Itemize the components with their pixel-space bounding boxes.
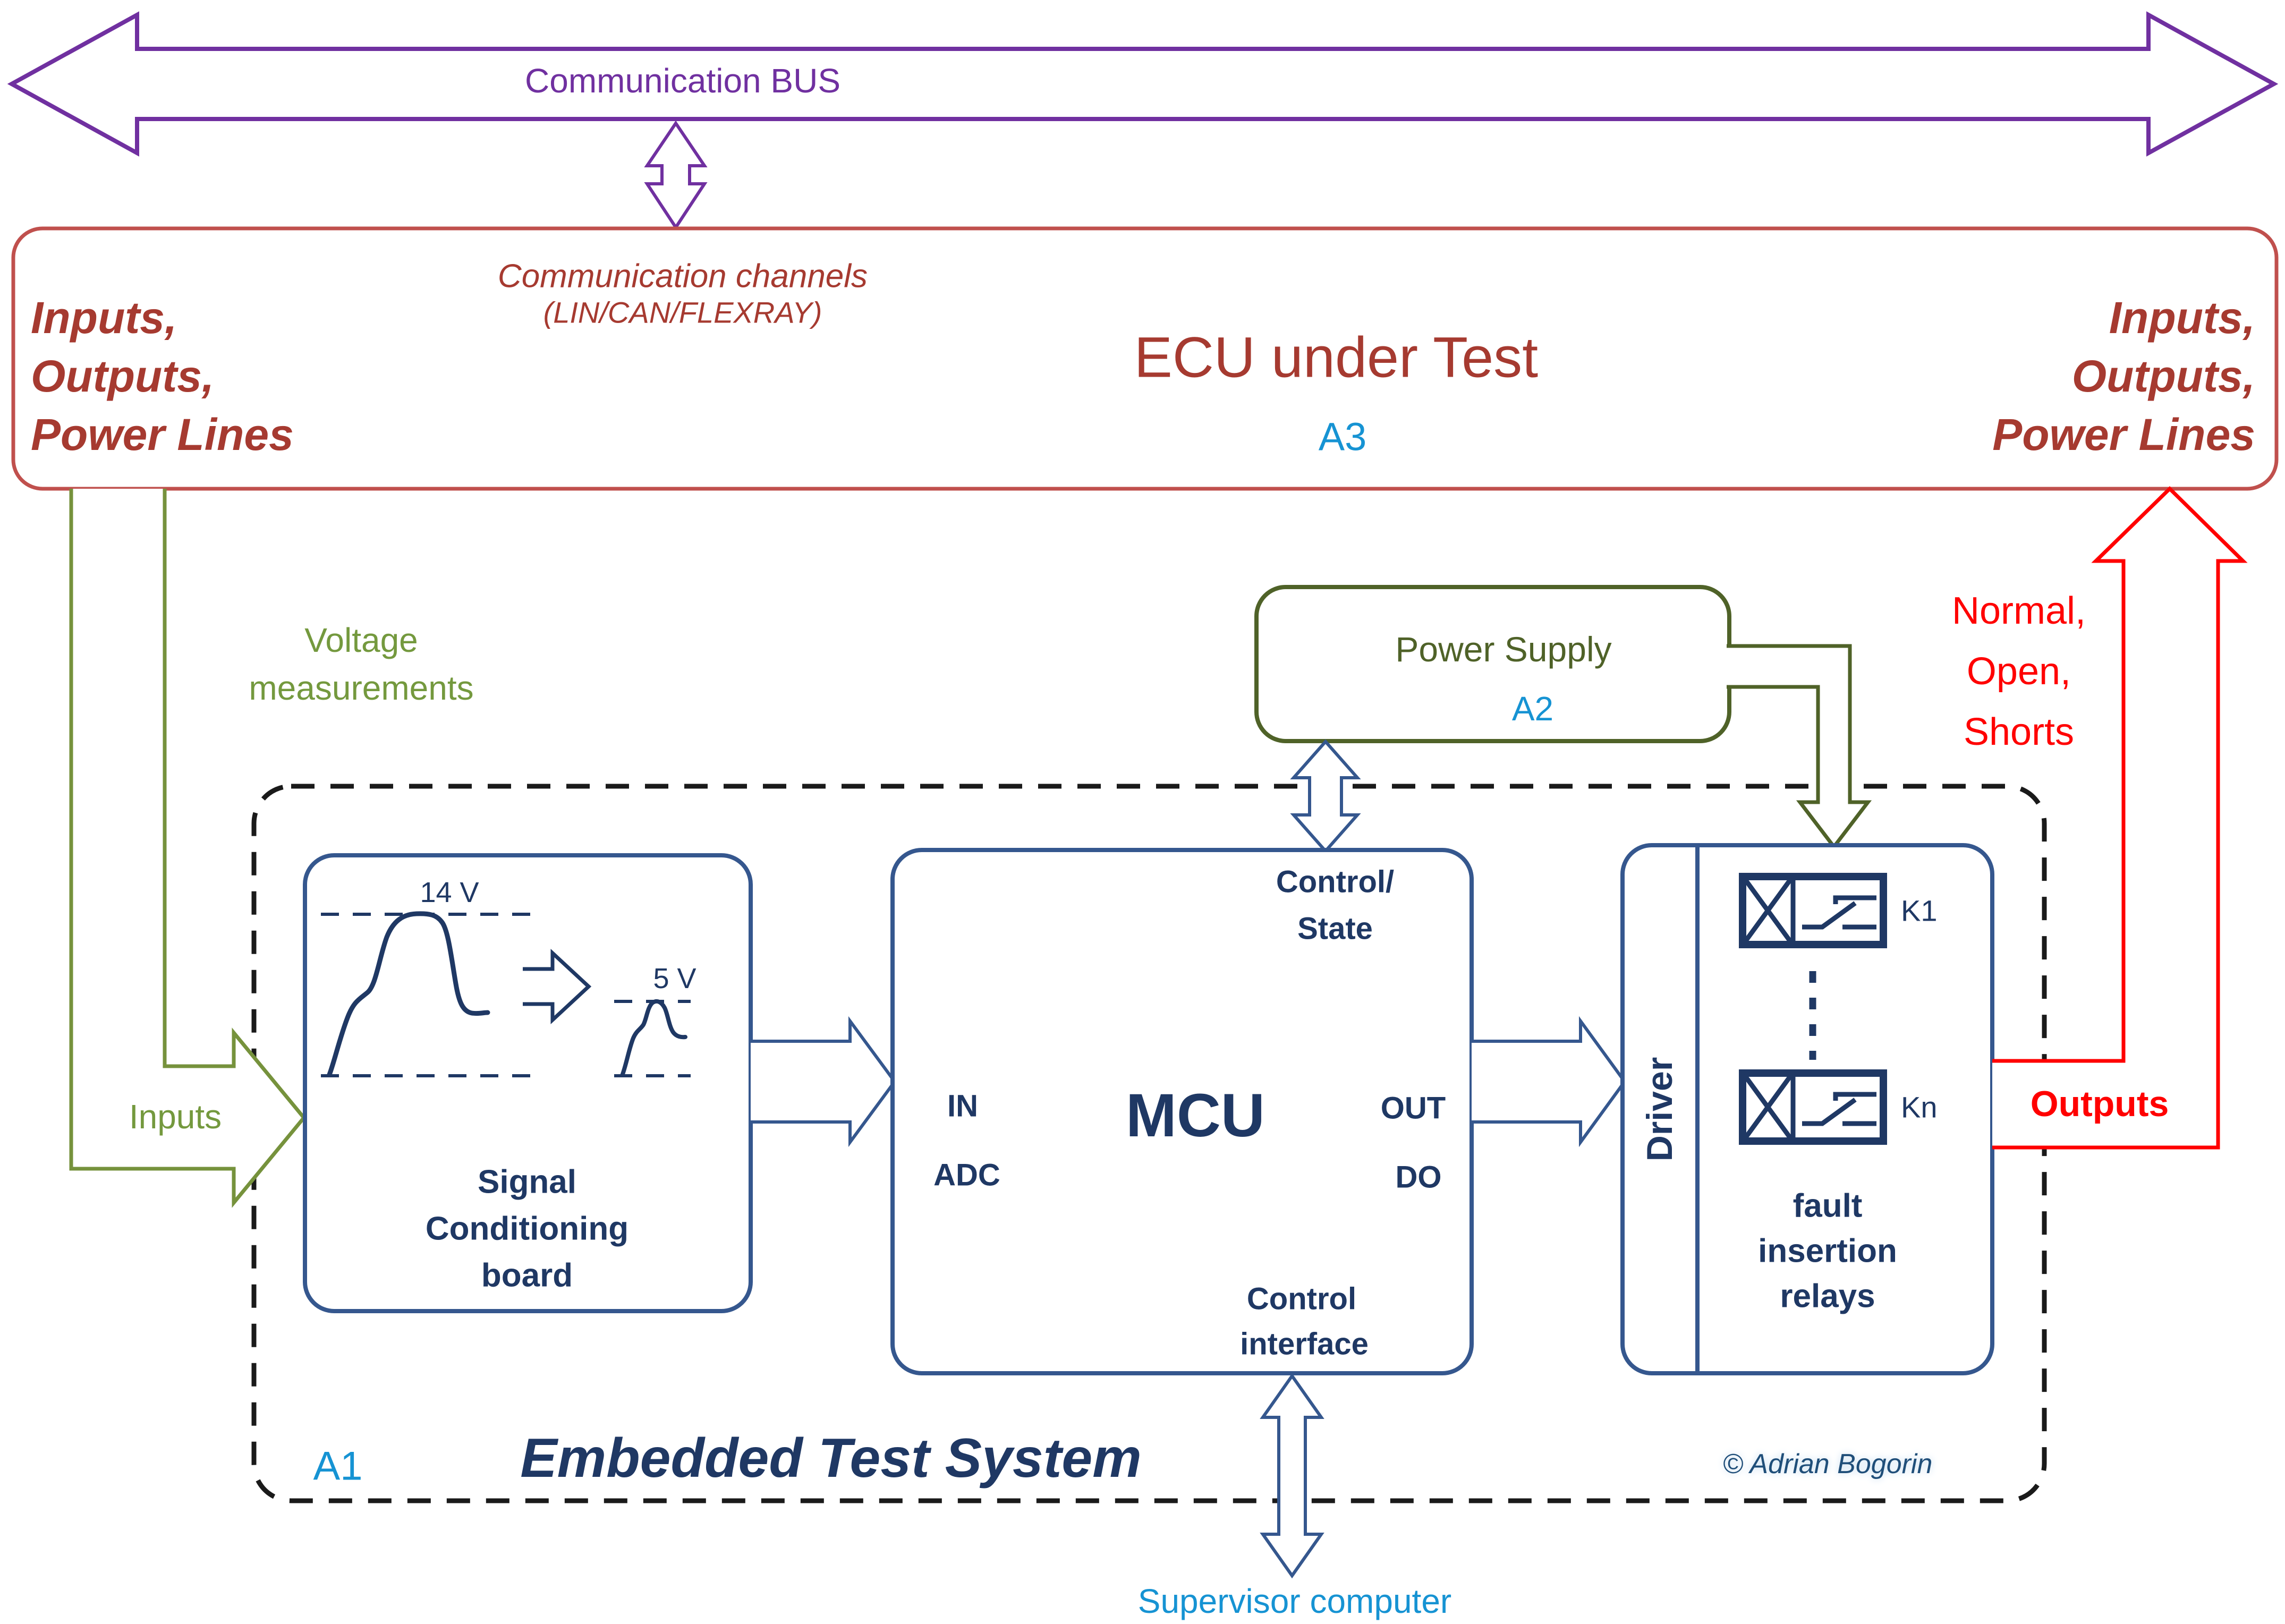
ecu-io-right-label: Inputs, Outputs, Power Lines [1992,293,2255,460]
fault-mode-line3: Shorts [1964,711,2074,753]
power-supply-tag-a2: A2 [1512,690,1553,728]
io-right-line2: Outputs, [2072,351,2255,401]
waveform-small-icon [621,999,687,1076]
mcu-out-label: OUT [1381,1091,1446,1126]
power-supply-title: Power Supply [1395,630,1611,669]
voltage-measurements-line2: measurements [249,669,473,707]
inputs-arrow-icon [69,489,307,1208]
relay-k1-x2 [1742,877,1794,945]
scale-down-arrow-icon [523,948,592,1025]
relay-k1-contact-top [1833,895,1876,904]
driver-label: Driver [1640,1057,1680,1162]
io-right-line3: Power Lines [1992,410,2255,460]
mcu-title: MCU [1126,1082,1265,1150]
inputs-arrow-label: Inputs [129,1098,222,1136]
relay-kn-icon [1739,1069,1887,1145]
io-right-line1: Inputs, [2109,293,2255,343]
io-left-line2: Outputs, [31,351,214,401]
mcu-do-label: DO [1396,1160,1442,1195]
mcu-bottom-line1: Control [1247,1282,1356,1316]
ecu-under-test-box [11,226,2279,491]
supervisor-computer-label: Supervisor computer [1138,1582,1451,1620]
signal-conditioning-label: Signal Conditioning board [426,1164,628,1294]
outputs-to-ecu-arrow-icon [1992,486,2248,1150]
relay-k1-label: K1 [1901,894,1938,928]
relay-k1-contact-arm [1802,901,1857,930]
relay-kn-label: Kn [1901,1091,1938,1124]
voltage-measurements-line1: Voltage [304,621,418,659]
io-left-line1: Inputs, [31,293,177,343]
relay-name-line2: insertion [1758,1233,1897,1270]
mcu-in-label: IN [947,1089,978,1124]
relay-unit-name: fault insertion relays [1758,1188,1897,1315]
waveform-14v-label: 14 V [420,877,479,908]
bus-ecu-double-arrow-icon [644,120,708,231]
waveform-large-icon [327,911,490,1077]
relay-kn-contact-top [1833,1092,1876,1101]
mcu-top-line1: Control/ [1276,865,1394,899]
communication-channels-line2: (LIN/CAN/FLEXRAY) [543,296,822,329]
powersupply-mcu-double-arrow-icon [1290,739,1361,854]
communication-bus-arrow-icon [7,11,2279,157]
waveform-5v-label: 5 V [653,963,696,994]
relay-k1-icon [1739,873,1887,948]
io-left-line3: Power Lines [31,410,294,460]
mcu-top-line2: State [1297,912,1373,946]
fault-mode-line2: Open, [1967,650,2071,693]
mcu-to-driver-arrow-icon [1472,1016,1627,1147]
relay-name-line3: relays [1780,1278,1875,1315]
ecu-tag-a3: A3 [1319,415,1367,459]
mcu-bottom-line2: interface [1240,1327,1369,1362]
relay-k1-frame [1739,873,1887,948]
communication-bus-label: Communication BUS [525,62,840,100]
mcu-adc-label: ADC [933,1158,1000,1193]
ets-tag-a1: A1 [313,1444,363,1489]
outputs-arrow-label: Outputs [2031,1084,2169,1124]
scb-name-line1: Signal [478,1164,576,1201]
scb-name-line3: board [481,1257,573,1294]
ets-title: Embedded Test System [520,1427,1141,1489]
power-to-relays-arrow-icon [1727,644,1872,850]
relay-kn-contact-arm [1802,1098,1857,1126]
relay-kn-x2 [1742,1073,1794,1141]
scb-name-line2: Conditioning [426,1211,628,1247]
relay-kn-frame [1739,1069,1887,1145]
relay-name-line1: fault [1793,1188,1863,1225]
fault-mode-line1: Normal, [1952,590,2086,632]
mcu-supervisor-double-arrow-icon [1260,1373,1324,1579]
copyright-credit: © Adrian Bogorin [1723,1449,1933,1480]
fault-modes-label: Normal, Open, Shorts [1952,590,2086,753]
scb-to-mcu-arrow-icon [751,1016,897,1147]
ecu-io-left-label: Inputs, Outputs, Power Lines [31,293,294,460]
ecu-title: ECU under Test [1134,325,1538,389]
communication-channels-line1: Communication channels [498,258,868,295]
